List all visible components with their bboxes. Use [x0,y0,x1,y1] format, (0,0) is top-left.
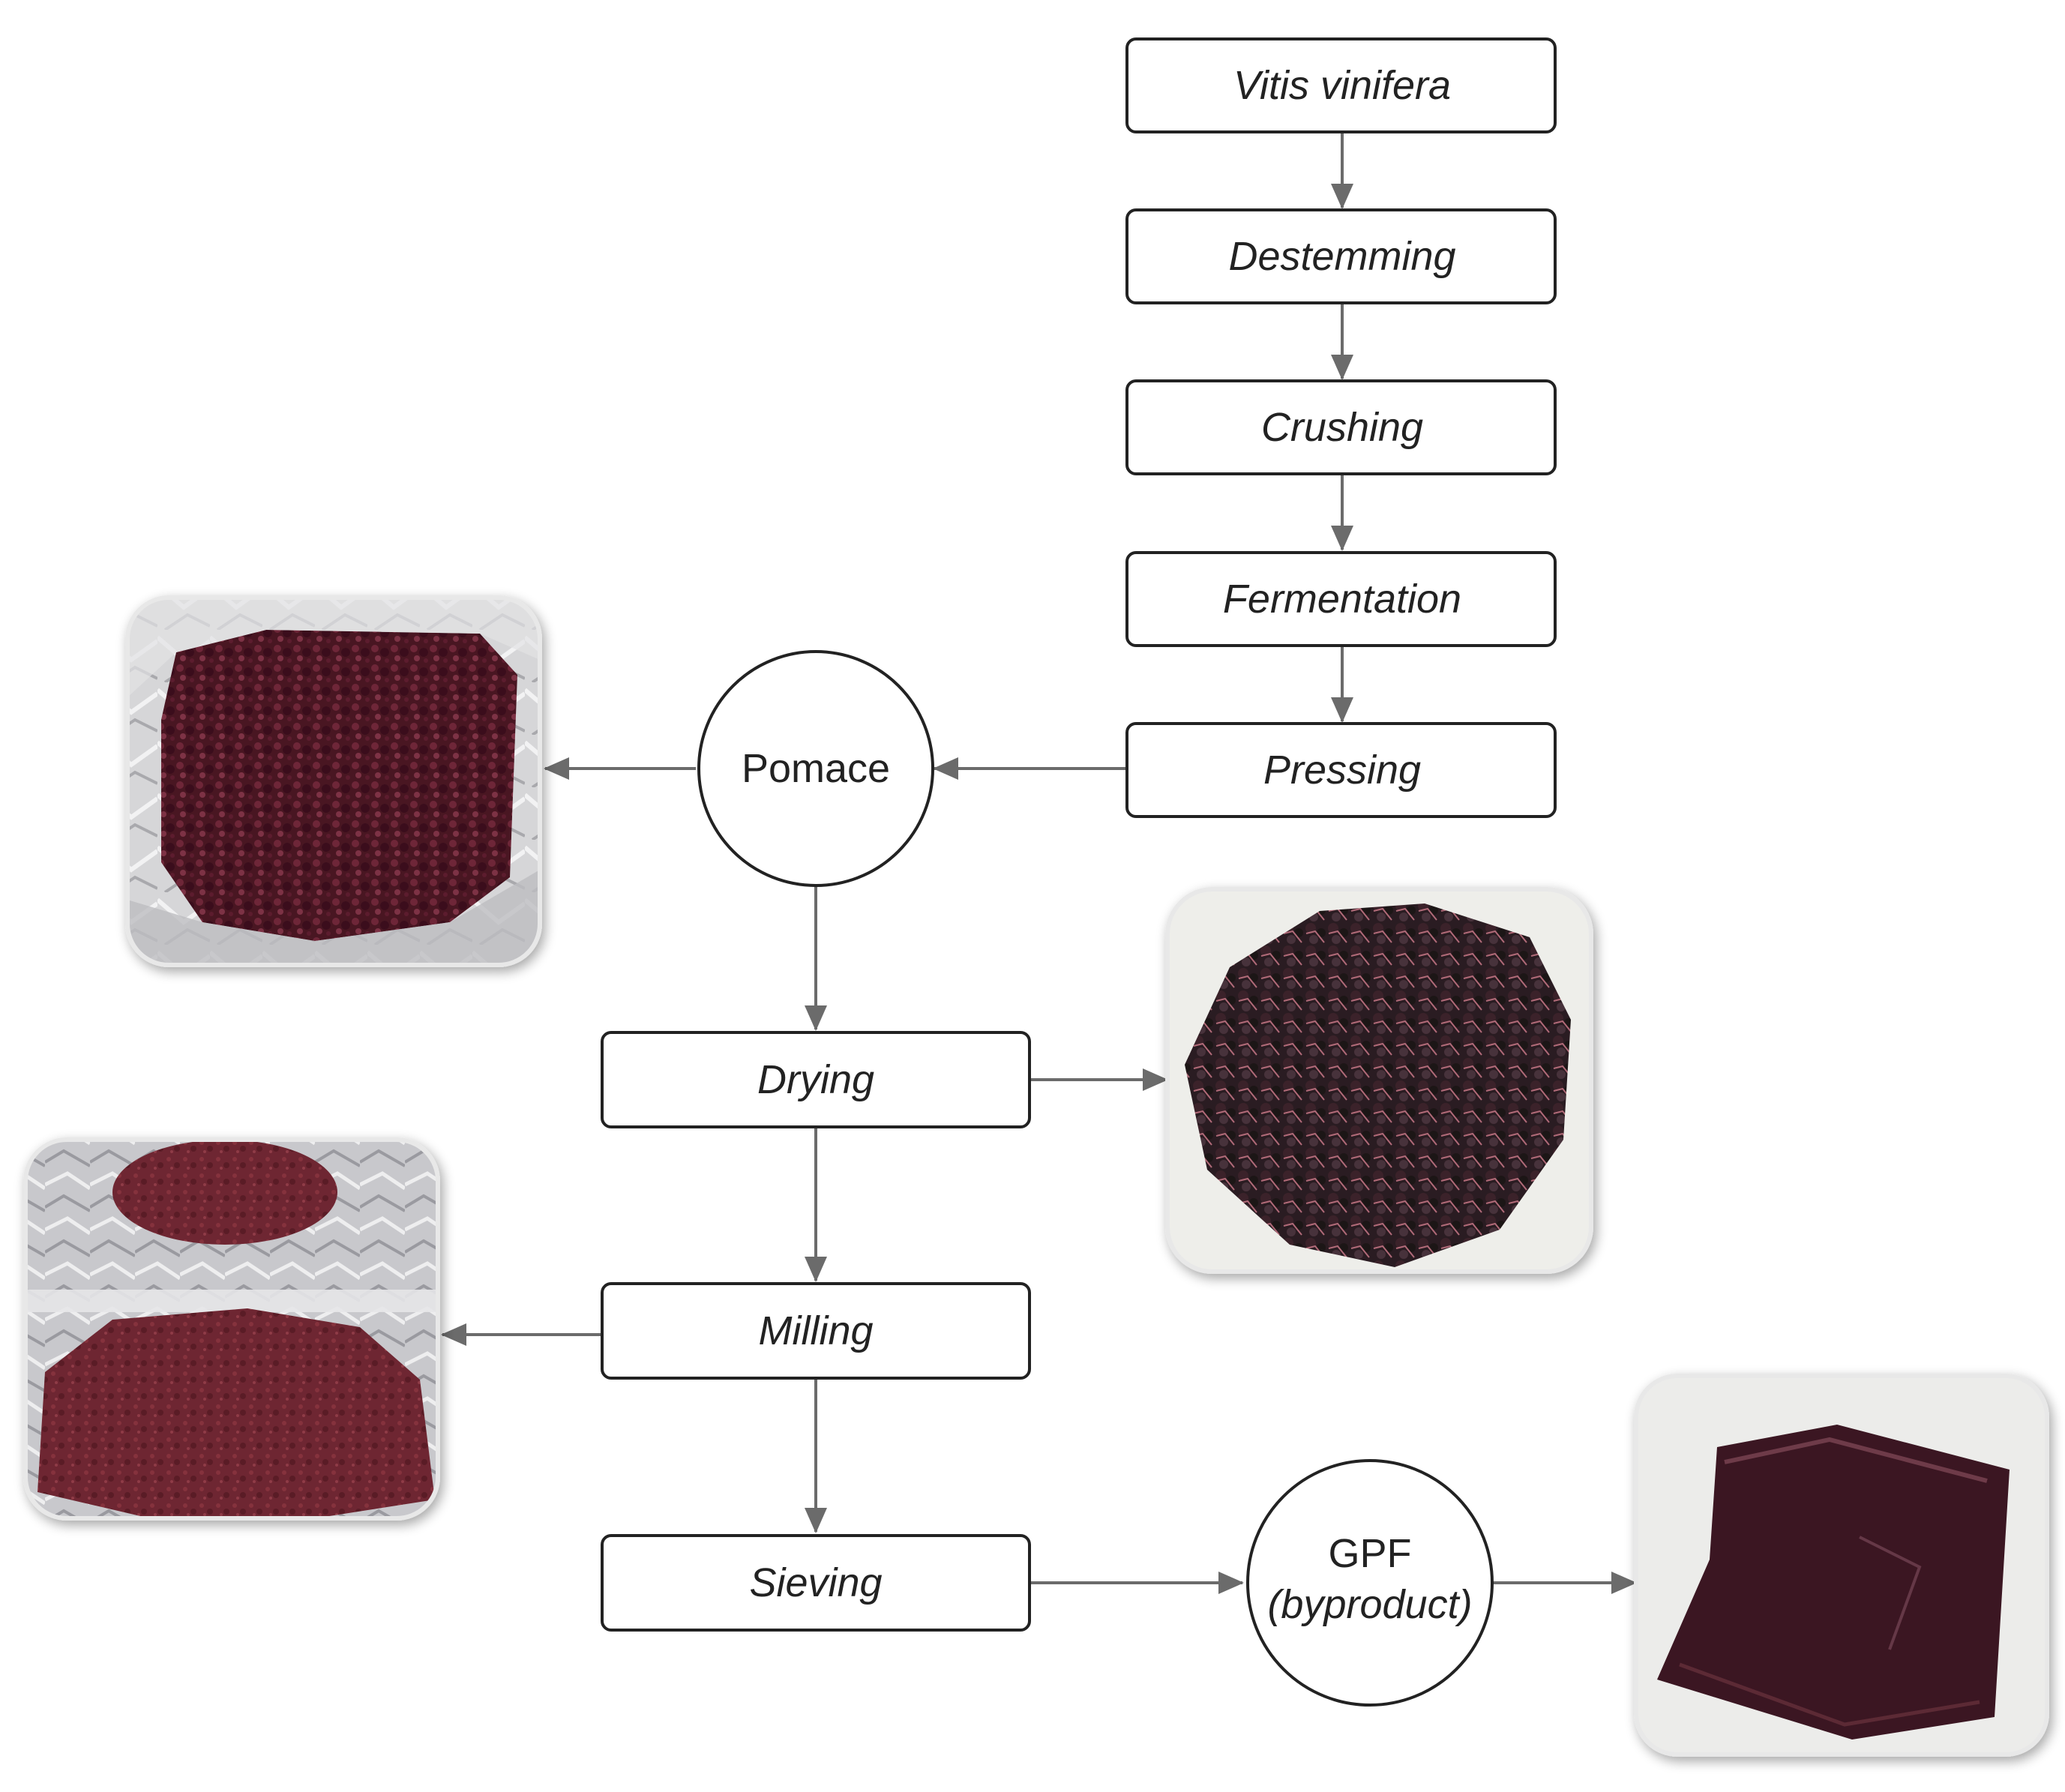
label-fermentation: Fermentation [1223,577,1461,622]
photo-dried-pomace [1165,887,1593,1274]
label-pressing: Pressing [1263,748,1421,793]
label-sieving: Sieving [749,1560,882,1605]
label-destemming: Destemming [1228,234,1455,279]
photo-pomace-bin [125,595,542,967]
label-crushing: Crushing [1261,405,1423,450]
label-vitis-vinifera: Vitis vinifera [1233,63,1451,108]
box-fermentation: Fermentation [1125,551,1557,647]
box-vitis-vinifera: Vitis vinifera [1125,37,1557,133]
box-milling: Milling [601,1282,1031,1380]
box-crushing: Crushing [1125,379,1557,475]
label-pomace: Pomace [742,746,890,791]
circle-pomace: Pomace [697,650,934,887]
box-sieving: Sieving [601,1534,1031,1632]
label-drying: Drying [757,1057,874,1102]
box-destemming: Destemming [1125,208,1557,304]
flow-arrows [441,132,1637,1594]
label-milling: Milling [758,1308,873,1353]
photo-gpf-bag [1634,1374,2049,1757]
label-byproduct: (byproduct) [1267,1582,1472,1627]
label-gpf: GPF [1328,1531,1411,1576]
box-pressing: Pressing [1125,722,1557,818]
box-drying: Drying [601,1031,1031,1128]
photo-milled-powder [23,1137,440,1521]
circle-gpf: GPF (byproduct) [1246,1459,1494,1707]
